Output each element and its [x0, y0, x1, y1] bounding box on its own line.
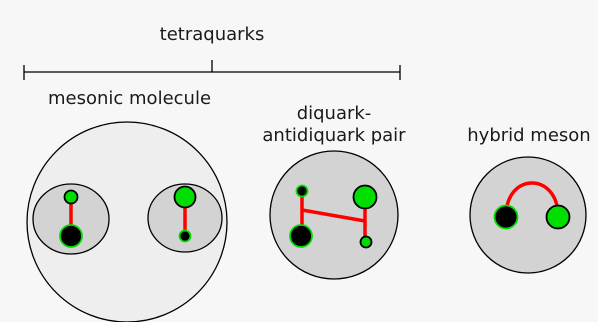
diquark-label-line2: antidiquark pair	[252, 125, 416, 147]
diquark-quark-small	[361, 237, 372, 248]
left-meson-antiquark	[60, 225, 82, 247]
tetraquarks-title: tetraquarks	[152, 24, 272, 46]
molecule-right-meson	[148, 184, 222, 252]
diquark-antiquark-large	[290, 225, 312, 247]
hybrid-quark	[547, 206, 570, 229]
mesonic-molecule-label: mesonic molecule	[48, 88, 211, 110]
diquark-antidiquark-pair	[270, 151, 398, 279]
tetraquarks-bracket	[24, 60, 400, 80]
molecule-left-meson	[33, 184, 109, 254]
right-meson-quark	[175, 187, 196, 208]
hybrid-meson-label: hybrid meson	[466, 125, 592, 147]
hybrid-antiquark	[495, 206, 518, 229]
left-meson-quark	[65, 191, 78, 204]
hybrid-meson	[470, 157, 586, 273]
diquark-label-line1: diquark-	[254, 103, 414, 125]
mesonic-molecule	[27, 122, 227, 322]
right-meson-antiquark	[180, 231, 191, 242]
diquark-antiquark-small	[297, 186, 308, 197]
diquark-quark-large	[354, 186, 377, 209]
